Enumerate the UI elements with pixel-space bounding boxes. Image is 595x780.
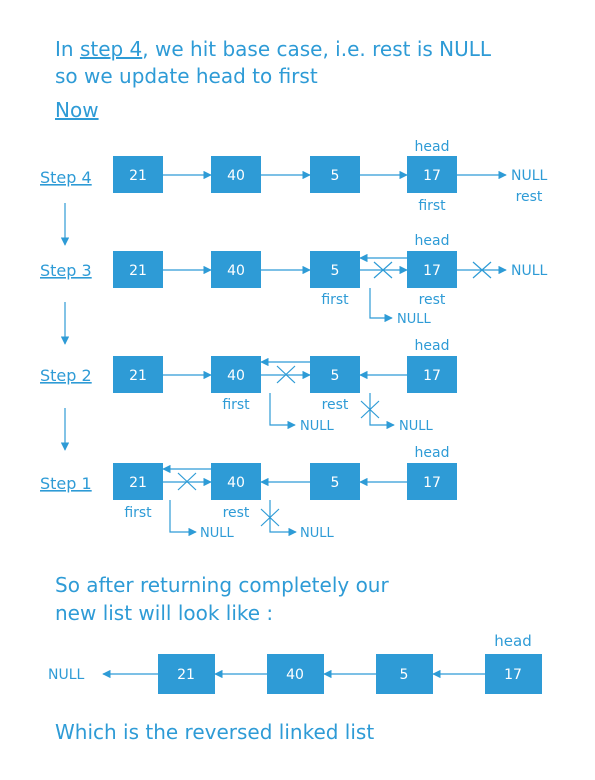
node-value: 5 <box>331 368 340 384</box>
node-box <box>211 356 261 393</box>
node-value: 21 <box>129 475 147 491</box>
node-box <box>485 654 542 694</box>
node-value: 21 <box>129 368 147 384</box>
removed-link-mark <box>260 508 280 527</box>
null-down-arrow <box>369 288 393 323</box>
node-box <box>310 251 360 288</box>
null-down-arrow <box>369 393 395 430</box>
outro-line-2: new list will look like : <box>55 601 273 625</box>
node-box <box>407 251 457 288</box>
conclusion-text: Which is the reversed linked list <box>55 720 374 744</box>
removed-link-mark <box>276 365 296 384</box>
outro-line-1: So after returning completely our <box>55 573 389 597</box>
null-label: NULL <box>397 312 431 327</box>
node-box <box>211 463 261 500</box>
step-4-label[interactable]: Step 4 <box>40 168 92 187</box>
intro-line-1: In step 4, we hit base case, i.e. rest i… <box>55 37 492 61</box>
null-label: NULL <box>300 419 334 434</box>
node-value: 17 <box>423 263 441 279</box>
node-value: 21 <box>129 168 147 184</box>
now-heading: Now <box>55 98 99 122</box>
null-down-arrow <box>169 500 197 537</box>
null-label: NULL <box>48 667 85 683</box>
head-label: head <box>415 445 450 461</box>
node-box <box>310 463 360 500</box>
step-2-label[interactable]: Step 2 <box>40 366 92 385</box>
node-value: 40 <box>227 368 245 384</box>
step-2-row: 21 40 5 17 head first rest NULL NU <box>113 338 457 434</box>
node-value: 40 <box>286 667 304 683</box>
node-box <box>407 463 457 500</box>
null-label: NULL <box>511 263 548 279</box>
node-value: 40 <box>227 263 245 279</box>
node-value: 21 <box>129 263 147 279</box>
null-down-arrow <box>269 393 296 430</box>
first-label: first <box>124 505 152 521</box>
null-label: NULL <box>300 526 334 541</box>
reversed-list: 21 40 5 17 NULL head <box>48 632 542 694</box>
removed-link-mark <box>373 261 393 279</box>
node-box <box>407 156 457 193</box>
node-box <box>267 654 324 694</box>
node-value: 17 <box>423 368 441 384</box>
removed-link-mark <box>177 472 197 491</box>
node-value: 17 <box>423 168 441 184</box>
node-value: 5 <box>331 168 340 184</box>
node-value: 40 <box>227 168 245 184</box>
step-1-label[interactable]: Step 1 <box>40 474 92 493</box>
first-label: first <box>222 397 250 413</box>
step-4-link[interactable]: step 4 <box>80 37 142 61</box>
intro-line-2: so we update head to first <box>55 64 318 88</box>
step-1-row: 21 40 5 17 head first rest NULL <box>113 445 457 541</box>
node-value: 5 <box>400 667 409 683</box>
removed-link-mark <box>360 400 380 419</box>
head-label: head <box>494 632 531 650</box>
step-4-row: 21 40 5 17 head first NULL rest <box>113 139 548 214</box>
node-box <box>310 356 360 393</box>
node-value: 17 <box>504 667 522 683</box>
null-label: NULL <box>399 419 433 434</box>
node-box <box>113 463 163 500</box>
node-box <box>407 356 457 393</box>
node-box <box>310 156 360 193</box>
node-box <box>158 654 215 694</box>
node-value: 5 <box>331 475 340 491</box>
head-label: head <box>415 338 450 354</box>
first-label: first <box>418 198 446 214</box>
node-box <box>113 251 163 288</box>
node-value: 40 <box>227 475 245 491</box>
first-label: first <box>321 292 349 308</box>
node-value: 21 <box>177 667 195 683</box>
head-label: head <box>415 233 450 249</box>
node-value: 17 <box>423 475 441 491</box>
node-box <box>211 251 261 288</box>
rest-label: rest <box>322 397 349 413</box>
null-label: NULL <box>200 526 234 541</box>
step-3-label[interactable]: Step 3 <box>40 261 92 280</box>
node-box <box>113 156 163 193</box>
null-label: NULL <box>511 168 548 184</box>
rest-label: rest <box>419 292 446 308</box>
rest-label: rest <box>223 505 250 521</box>
null-down-arrow <box>269 500 297 537</box>
rest-label: rest <box>516 189 543 205</box>
node-box <box>113 356 163 393</box>
node-box <box>376 654 433 694</box>
head-label: head <box>415 139 450 155</box>
node-value: 5 <box>331 263 340 279</box>
removed-link-mark <box>472 261 492 279</box>
node-box <box>211 156 261 193</box>
step-3-row: 21 40 5 17 head first rest NULL NULL <box>113 233 548 327</box>
